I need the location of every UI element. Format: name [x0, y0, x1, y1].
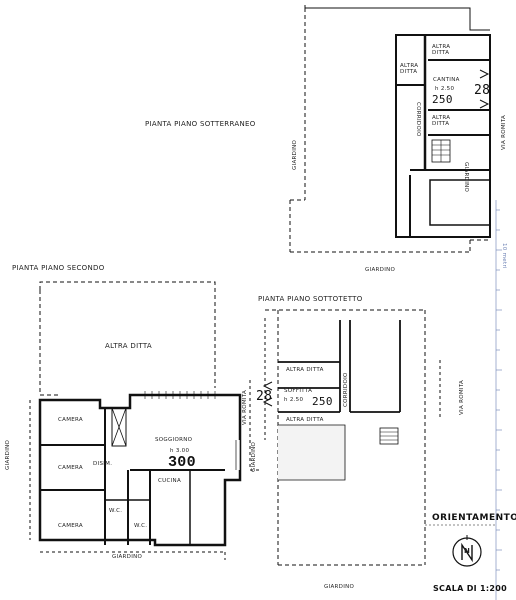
- second-floor-wc-1: W.C.: [109, 508, 123, 514]
- basement-giardino-bottom: GIARDINO: [365, 267, 396, 273]
- attic-soffitta-number: 250: [312, 395, 333, 408]
- second-floor-camera-1: CAMERA: [58, 417, 83, 423]
- second-floor-altra-ditta: ALTRA DITTA: [105, 342, 153, 350]
- north-letter: N: [464, 547, 471, 555]
- attic-altra-ditta-1: ALTRA DITTA: [286, 367, 324, 373]
- attic-altra-ditta-2: ALTRA DITTA: [286, 417, 324, 423]
- basement-cantina-label: CANTINA: [433, 77, 460, 83]
- basement-altra-ditta-top: ALTRA DITTA: [432, 44, 451, 56]
- second-floor-wc-2: W.C.: [134, 523, 148, 529]
- second-floor-disimpegno: DISIM.: [93, 461, 113, 467]
- basement-cantina-height: h 2.50: [435, 86, 455, 92]
- second-floor-giardino-left: GIARDINO: [5, 439, 11, 470]
- north-arrow: [452, 535, 482, 567]
- attic-soffitta-height: h 2.50: [284, 397, 304, 403]
- second-floor-giardino-right: GIARDINO: [251, 441, 257, 472]
- basement-plan: [289, 5, 491, 253]
- second-floor-cucina: CUCINA: [158, 478, 182, 484]
- basement-title: PIANTA PIANO SOTTERRANEO: [145, 120, 256, 128]
- second-floor-soggiorno-height: h 3.00: [170, 448, 190, 454]
- basement-altra-ditta-bottom: ALTRA DITTA: [432, 115, 451, 127]
- second-floor-camera-2: CAMERA: [58, 465, 83, 471]
- second-floor-title: PIANTA PIANO SECONDO: [12, 264, 105, 272]
- scale-ruler: [495, 200, 502, 600]
- basement-street-label: VIA ROMITA: [501, 114, 507, 150]
- second-floor-camera-3: CAMERA: [58, 523, 83, 529]
- second-floor-plan: [29, 281, 262, 560]
- attic-soffitta-label: SOFFITTA: [284, 388, 313, 394]
- basement-cantina-number: 250: [432, 93, 453, 106]
- ruler-label: 10 metri: [501, 243, 507, 269]
- attic-title: PIANTA PIANO SOTTOTETTO: [258, 295, 363, 303]
- second-floor-soggiorno-label: SOGGIORNO: [155, 437, 193, 443]
- orientation-label: ORIENTAMENTO: [432, 513, 516, 523]
- basement-altra-ditta-left: ALTRA DITTA: [400, 63, 419, 75]
- second-floor-giardino-bottom: GIARDINO: [112, 554, 143, 560]
- basement-giardino-right: GIARDINO: [463, 162, 469, 193]
- attic-handwritten-28: 28: [256, 389, 273, 404]
- basement-handwritten-28: 28: [474, 83, 491, 98]
- basement-corridor-label: CORRIDOIO: [415, 102, 421, 137]
- second-floor-street-label: VIA ROMITA: [242, 389, 248, 425]
- attic-giardino-bottom: GIARDINO: [324, 584, 355, 590]
- scale-label: SCALA DI 1:200: [433, 584, 507, 593]
- attic-corridor-label: CORRIDOIO: [343, 372, 349, 407]
- attic-plan: [262, 309, 441, 566]
- basement-giardino-left: GIARDINO: [292, 139, 298, 170]
- attic-street-label: VIA ROMITA: [459, 379, 465, 415]
- second-floor-soggiorno-number: 300: [168, 454, 196, 471]
